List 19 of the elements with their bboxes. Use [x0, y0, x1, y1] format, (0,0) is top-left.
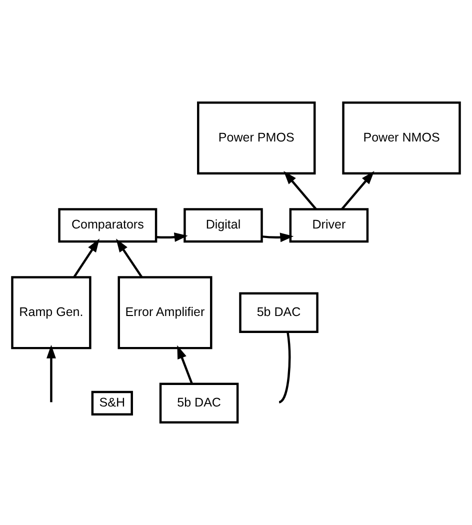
node-box: 5b DAC — [239, 292, 318, 334]
node-box: 5b DAC — [159, 382, 239, 424]
arrow — [73, 238, 100, 278]
arrow — [262, 232, 294, 242]
arrow — [116, 238, 143, 278]
node-box: S&H — [91, 390, 133, 416]
arrow — [341, 170, 374, 210]
node-box: Power PMOS — [197, 101, 316, 174]
node-box: Power NMOS — [342, 101, 461, 174]
arrow — [156, 232, 188, 242]
arrow — [177, 345, 194, 384]
connector — [278, 332, 291, 404]
node-box: Digital — [184, 208, 263, 243]
node-box: Ramp Gen. — [11, 276, 92, 350]
arrow — [284, 170, 317, 210]
node-box: Driver — [289, 208, 369, 243]
node-box: Comparators — [58, 208, 158, 243]
arrow — [46, 344, 56, 402]
node-box: Error Amplifier — [118, 276, 212, 350]
